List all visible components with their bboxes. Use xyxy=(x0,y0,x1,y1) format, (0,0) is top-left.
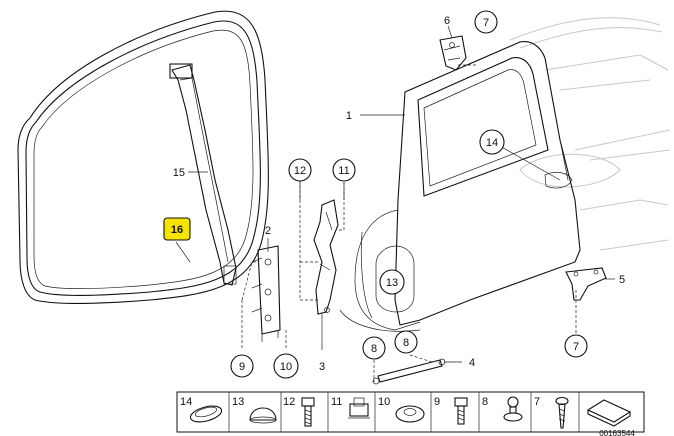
shim-icon xyxy=(586,399,632,427)
svg-text:8: 8 xyxy=(482,396,488,408)
callout-13[interactable]: 13 xyxy=(379,269,405,295)
gas-strut[interactable] xyxy=(372,358,446,385)
callout-number: 1 xyxy=(346,110,352,122)
svg-text:13: 13 xyxy=(232,396,244,408)
upper-hinge[interactable] xyxy=(439,35,467,71)
svg-text:14: 14 xyxy=(180,396,192,408)
callout-number: 12 xyxy=(294,165,306,177)
hex-nut-icon xyxy=(395,405,425,423)
callout-6[interactable]: 6 xyxy=(444,15,450,27)
callout-11[interactable]: 11 xyxy=(332,158,356,182)
screw-icon xyxy=(454,397,468,425)
legend-cell-shim[interactable] xyxy=(586,399,632,427)
legend-cell-13[interactable]: 13 xyxy=(232,396,277,424)
callout-number: 5 xyxy=(619,274,625,286)
hinge-bracket-lower[interactable] xyxy=(251,245,281,342)
callout-number: 2 xyxy=(265,225,271,237)
callout-number: 7 xyxy=(483,17,489,29)
callout-7-top[interactable]: 7 xyxy=(474,10,498,34)
callout-number: 7 xyxy=(573,341,579,353)
svg-text:9: 9 xyxy=(434,396,440,408)
callout-7-bottom[interactable]: 7 xyxy=(564,334,588,358)
leader-lines xyxy=(175,25,615,363)
vehicle-body-outline xyxy=(509,17,671,251)
legend-cell-9[interactable]: 9 xyxy=(434,396,468,425)
lower-hinge[interactable] xyxy=(565,267,607,301)
callout-10[interactable]: 10 xyxy=(273,353,299,379)
window-guide-rail[interactable] xyxy=(169,63,237,286)
rear-door[interactable] xyxy=(339,41,581,332)
diagram-id: 00163544 xyxy=(599,429,635,436)
callout-number: 13 xyxy=(386,277,398,289)
bolt-icon xyxy=(301,397,315,427)
callout-number: 9 xyxy=(239,361,245,373)
legend-cell-10[interactable]: 10 xyxy=(378,396,425,423)
callout-number: 8 xyxy=(403,337,409,349)
hinge-bracket-upper[interactable] xyxy=(313,199,339,315)
callout-8-right[interactable]: 8 xyxy=(394,330,418,354)
callout-12[interactable]: 12 xyxy=(288,158,312,182)
callout-number: 16 xyxy=(171,224,183,236)
callout-2[interactable]: 2 xyxy=(265,225,271,237)
callout-4[interactable]: 4 xyxy=(469,357,475,369)
parts-legend: 14 13 12 11 xyxy=(176,391,645,433)
callout-5[interactable]: 5 xyxy=(619,274,625,286)
callout-number: 3 xyxy=(319,361,325,373)
callout-9[interactable]: 9 xyxy=(230,354,254,378)
plug-icon xyxy=(189,405,223,423)
ball-stud-icon xyxy=(503,396,523,422)
tapping-screw-icon xyxy=(555,396,569,429)
legend-cell-7[interactable]: 7 xyxy=(534,396,569,429)
highlight-box xyxy=(163,217,191,241)
callout-3[interactable]: 3 xyxy=(319,361,325,373)
clip-nut-icon xyxy=(348,397,370,419)
callout-number: 8 xyxy=(371,343,377,355)
callout-number: 10 xyxy=(280,361,292,373)
callout-number: 11 xyxy=(338,165,349,177)
cap-nut-icon xyxy=(249,407,277,424)
callout-15[interactable]: 15 xyxy=(173,167,185,179)
svg-text:11: 11 xyxy=(331,396,342,408)
legend-cell-11[interactable]: 11 xyxy=(331,396,370,419)
callout-16-highlighted[interactable]: 16 xyxy=(163,217,191,241)
callout-number: 14 xyxy=(486,137,498,149)
door-seal[interactable] xyxy=(17,10,269,304)
legend-cell-8[interactable]: 8 xyxy=(482,396,523,422)
svg-text:10: 10 xyxy=(378,396,390,408)
svg-text:12: 12 xyxy=(283,396,295,408)
callout-number: 4 xyxy=(469,357,475,369)
legend-cell-12[interactable]: 12 xyxy=(283,396,315,427)
callout-14[interactable]: 14 xyxy=(479,129,505,155)
legend-cell-14[interactable]: 14 xyxy=(180,396,223,425)
callout-number: 6 xyxy=(444,15,450,27)
callout-8-left[interactable]: 8 xyxy=(362,336,386,360)
callout-number: 15 xyxy=(173,167,185,179)
callout-1[interactable]: 1 xyxy=(346,110,352,122)
svg-text:7: 7 xyxy=(534,396,540,408)
